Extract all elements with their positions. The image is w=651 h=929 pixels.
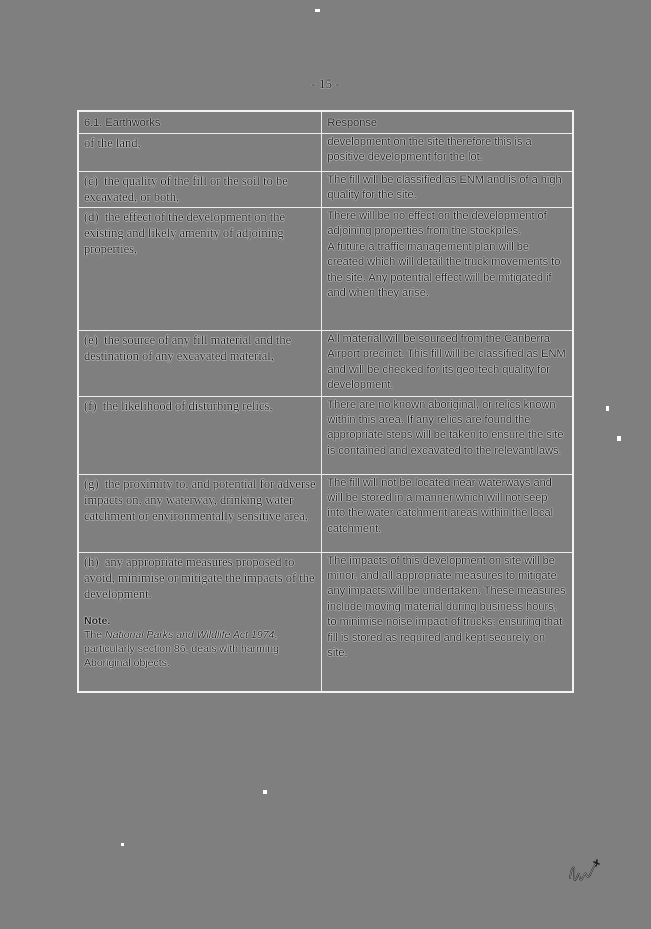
response-text: development on the site therefore this i… <box>327 136 535 164</box>
response-text: There will be no effect on the developme… <box>327 210 561 300</box>
criterion-text: (h) any appropriate measures proposed to… <box>84 554 318 601</box>
response-text: All material will be sourced from the Ca… <box>327 333 569 392</box>
scan-speck <box>315 9 320 12</box>
response-cell: The fill will be classified as ENM and i… <box>321 171 574 208</box>
table-row: of the land, development on the site the… <box>77 133 574 172</box>
criterion-cell: (d) the effect of the development on the… <box>77 207 323 331</box>
response-cell: The impacts of this development on site … <box>321 551 574 693</box>
response-cell: The fill will not be located near waterw… <box>321 473 574 553</box>
note-title: Note. <box>84 614 111 627</box>
table-row: (g) the proximity to, and potential for … <box>77 473 574 553</box>
table-row: (e) the source of any fill material and … <box>77 330 574 397</box>
response-text: There are no known aboriginal, or relics… <box>327 398 567 457</box>
response-cell: development on the site therefore this i… <box>321 133 574 172</box>
criterion-text: (d) the effect of the development on the… <box>84 210 289 256</box>
header-label: Response <box>327 117 377 129</box>
response-text: The fill will not be located near waterw… <box>327 476 557 535</box>
header-label: 6.1. Earthworks <box>84 117 161 129</box>
criterion-cell: (f) the likelihood of disturbing relics, <box>77 395 323 475</box>
earthworks-table: 6.1. Earthworks Response of the land, de… <box>77 110 574 694</box>
note-suffix: , particularly section 86, deals with ha… <box>84 628 279 669</box>
note-act-name: National Parks and Wildlife Act 1974 <box>105 628 275 641</box>
criterion-cell: of the land, <box>77 133 323 172</box>
response-cell: All material will be sourced from the Ca… <box>321 330 574 397</box>
criterion-cell: (g) the proximity to, and potential for … <box>77 473 323 553</box>
response-text: The impacts of this development on site … <box>327 554 569 660</box>
scan-speck <box>606 406 609 411</box>
table-row: (h) any appropriate measures proposed to… <box>77 551 574 693</box>
criterion-cell: (c) the quality of the fill or the soil … <box>77 171 323 208</box>
table-header-row: 6.1. Earthworks Response <box>77 110 574 134</box>
criterion-text: (g) the proximity to, and potential for … <box>84 476 319 523</box>
response-cell: There will be no effect on the developme… <box>321 207 574 331</box>
criterion-text: of the land, <box>84 136 141 150</box>
signature-initials-icon <box>569 859 600 881</box>
scan-speck <box>263 790 267 794</box>
criterion-cell: (e) the source of any fill material and … <box>77 330 323 397</box>
criterion-text: (e) the source of any fill material and … <box>84 333 295 363</box>
header-earthworks: 6.1. Earthworks <box>77 110 323 134</box>
scan-speck <box>617 436 621 441</box>
response-text: The fill will be classified as ENM and i… <box>327 174 565 202</box>
table-row: (c) the quality of the fill or the soil … <box>77 171 574 208</box>
page-number: - 15 - <box>311 76 340 91</box>
response-cell: There are no known aboriginal, or relics… <box>321 395 574 475</box>
scan-speck <box>121 843 124 846</box>
table-row: (d) the effect of the development on the… <box>77 207 574 331</box>
header-response: Response <box>321 110 574 134</box>
criterion-cell: (h) any appropriate measures proposed to… <box>77 551 323 693</box>
note-prefix: The <box>84 628 106 641</box>
table-row: (f) the likelihood of disturbing relics,… <box>77 395 574 475</box>
criterion-text: (c) the quality of the fill or the soil … <box>84 174 291 204</box>
criterion-text: (f) the likelihood of disturbing relics, <box>84 398 273 413</box>
legal-note: Note. The National Parks and Wildlife Ac… <box>84 614 317 670</box>
